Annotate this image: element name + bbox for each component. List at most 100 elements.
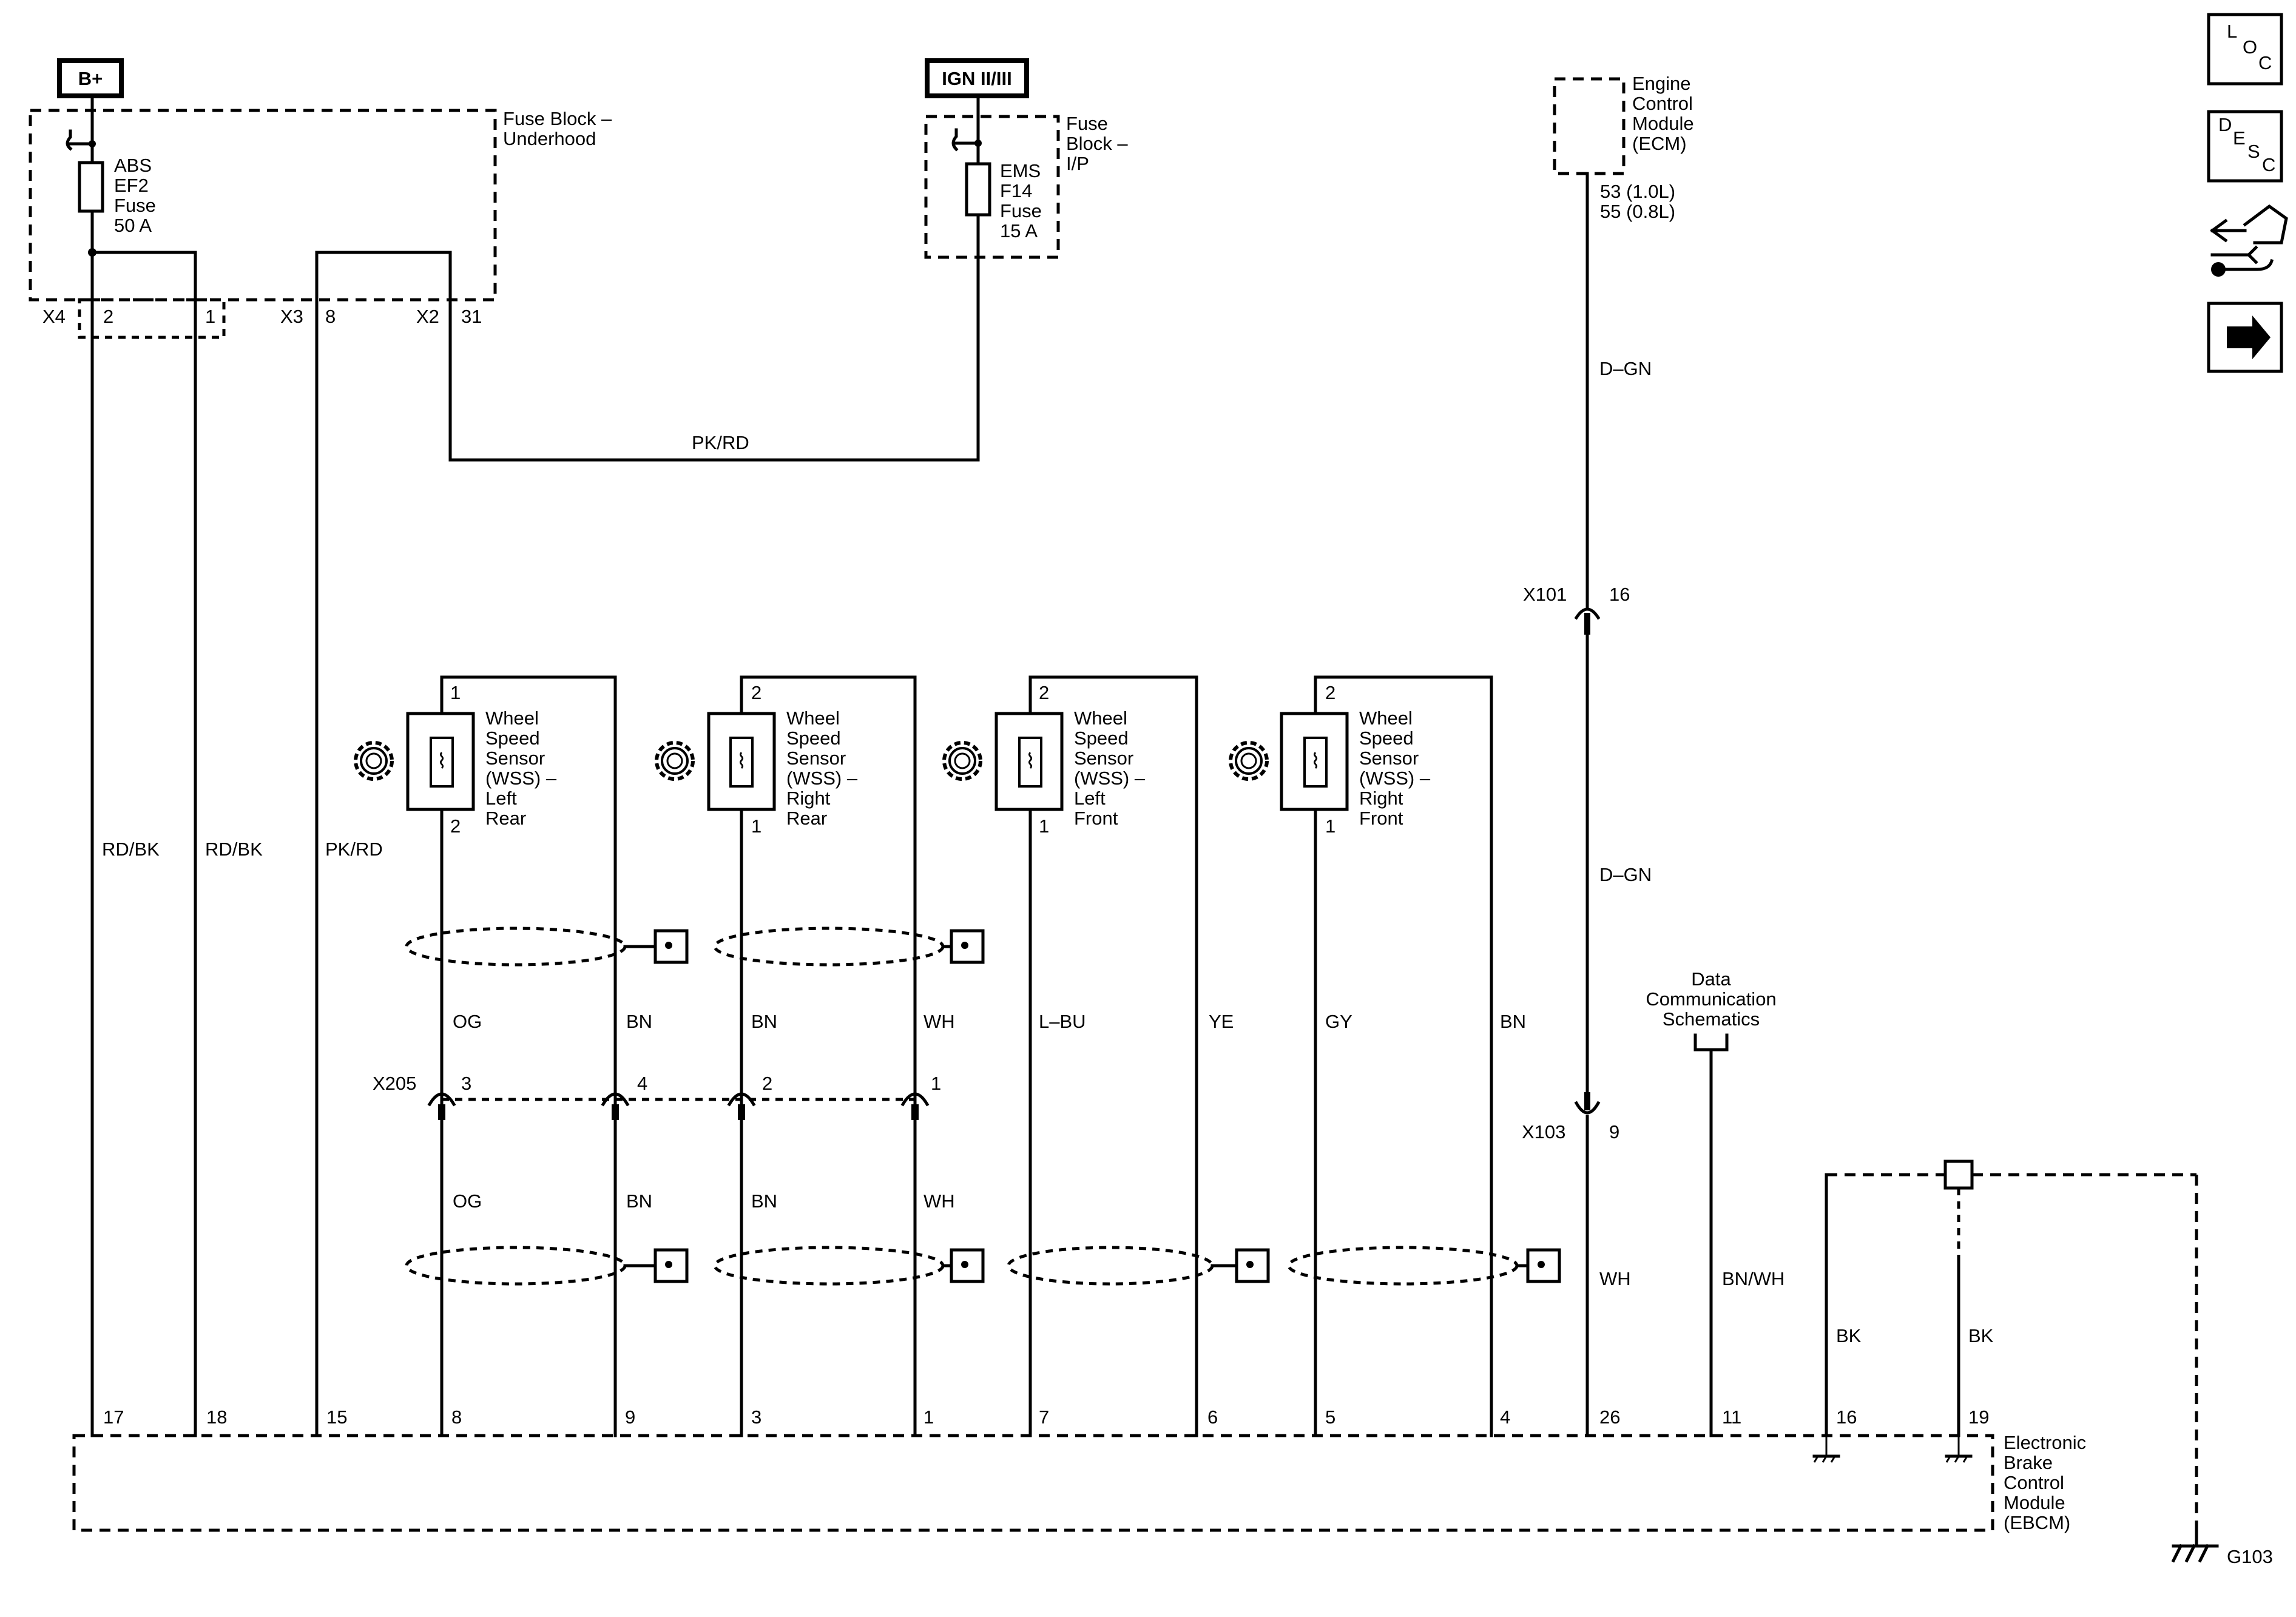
- loc-icon[interactable]: L O C: [2207, 13, 2283, 86]
- conn-x4-pin-1: 1: [205, 306, 215, 327]
- ebcm-pin-3: 3: [751, 1406, 761, 1428]
- wire-dgn-mid: D–GN: [1599, 864, 1652, 885]
- desc-icon-e[interactable]: E: [2233, 127, 2246, 149]
- svg-text:⌇: ⌇: [1025, 750, 1036, 773]
- wire-wh-upper: WH: [923, 1011, 955, 1032]
- next-arrow-icon[interactable]: [2207, 302, 2283, 373]
- x205-pin-3: 3: [461, 1073, 471, 1094]
- wire-wh-lower: WH: [923, 1190, 955, 1212]
- wire-pk-rd-vert: PK/RD: [325, 839, 383, 860]
- x205-pin-1: 1: [931, 1073, 941, 1094]
- wire-bn-wh: BN/WH: [1722, 1268, 1784, 1289]
- conn-x3-label: X3: [280, 306, 303, 327]
- ebcm-pin-18: 18: [206, 1406, 227, 1428]
- conn-x4-pin-2: 2: [103, 306, 113, 327]
- ebcm-pin-11: 11: [1722, 1406, 1741, 1428]
- loc-icon-o[interactable]: O: [2243, 36, 2257, 58]
- x205-pin-4: 4: [637, 1073, 647, 1094]
- wss-lr-line-6: Rear: [485, 808, 526, 829]
- data-comm-line-3[interactable]: Schematics: [1663, 1008, 1760, 1030]
- ebcm-pin-8: 8: [451, 1406, 462, 1428]
- ebcm: Electronic Brake Control Module (EBCM) 1…: [72, 1406, 2086, 1533]
- wss-rr-top-pin: 2: [751, 682, 761, 703]
- conn-x101-pin: 16: [1609, 584, 1630, 605]
- conn-x3-pin: 8: [325, 306, 336, 327]
- shield-lower: [405, 1246, 1561, 1286]
- wss-rf-line-3: Sensor: [1359, 748, 1419, 769]
- desc-icon-c[interactable]: C: [2262, 154, 2275, 175]
- wire-gy: GY: [1325, 1011, 1352, 1032]
- fuse-f14-line-1: EMS: [1000, 160, 1041, 181]
- wss-rf-top-pin: 2: [1325, 682, 1335, 703]
- wire-bn-lower-2: BN: [751, 1190, 777, 1212]
- wss-lf-bottom-pin: 1: [1039, 815, 1049, 837]
- conn-x205-label: X205: [373, 1073, 416, 1094]
- connector-wrench-icon[interactable]: [2210, 204, 2288, 277]
- desc-icon-s[interactable]: S: [2247, 141, 2260, 162]
- data-comm-line-1[interactable]: Data: [1691, 968, 1731, 990]
- shield-drain-icon: [950, 1248, 985, 1283]
- fuse-ef2-line-1: ABS: [114, 155, 152, 176]
- wheel-gear-icon: [354, 741, 394, 781]
- ground-label: G103: [2227, 1546, 2273, 1567]
- ecm: Engine Control Module (ECM) 53 (1.0L) 55…: [1553, 73, 1694, 222]
- loc-icon-c[interactable]: C: [2258, 52, 2272, 73]
- shield-drain-icon: [1235, 1248, 1270, 1283]
- wire-rd-bk-1: RD/BK: [102, 839, 160, 860]
- data-comm-ref[interactable]: Data Communication Schematics: [1646, 968, 1777, 1437]
- ebcm-title-2: Brake: [2004, 1452, 2053, 1473]
- fuse-f14-line-2: F14: [1000, 180, 1032, 201]
- conn-x2-pin: 31: [461, 306, 482, 327]
- wss-lf-line-4: (WSS) –: [1074, 768, 1146, 789]
- data-comm-line-2[interactable]: Communication: [1646, 988, 1776, 1010]
- ecm-title-4: (ECM): [1632, 133, 1687, 154]
- ebcm-pin-15: 15: [326, 1406, 347, 1428]
- wss-rf-line-6: Front: [1359, 808, 1403, 829]
- desc-icon[interactable]: D E S C: [2207, 110, 2283, 183]
- desc-icon-d[interactable]: D: [2218, 114, 2232, 135]
- ebcm-pin-1: 1: [923, 1406, 934, 1428]
- wss-rr-line-3: Sensor: [786, 748, 846, 769]
- wss-left-front: ⌇ 2 1 Wheel Speed Sensor (WSS) – Left Fr…: [942, 675, 1198, 1437]
- ground-region: BK BK G103: [1825, 1160, 2273, 1567]
- fuse-block-ip: Fuse Block – I/P EMS F14 Fuse 15 A: [924, 113, 1128, 462]
- ebcm-title-5: (EBCM): [2004, 1512, 2070, 1533]
- wss-lf-line-6: Front: [1074, 808, 1118, 829]
- wire-dgn-top: D–GN: [1599, 358, 1652, 379]
- wss-lr-line-4: (WSS) –: [485, 768, 557, 789]
- internal-ground-icon: [1812, 1436, 1840, 1463]
- wire-bk-1: BK: [1836, 1325, 1862, 1346]
- wheel-gear-icon: [942, 741, 982, 781]
- ecm-title-3: Module: [1632, 113, 1694, 134]
- conn-x4-label: X4: [42, 306, 66, 327]
- fuse-block-ip-title-3: I/P: [1066, 153, 1089, 174]
- wheel-gear-icon: [655, 741, 695, 781]
- wss-rf-line-2: Speed: [1359, 727, 1414, 749]
- ebcm-pin-7: 7: [1039, 1406, 1049, 1428]
- wire-og-lower: OG: [453, 1190, 482, 1212]
- fuse-block-ip-title-2: Block –: [1066, 133, 1128, 154]
- fuse-ef2-icon: [78, 161, 104, 213]
- wss-rr-line-6: Rear: [786, 808, 827, 829]
- ebcm-pin-17: 17: [103, 1406, 124, 1428]
- conn-x103-pin: 9: [1609, 1121, 1619, 1143]
- wire-bk-2: BK: [1968, 1325, 1994, 1346]
- wss-lf-line-2: Speed: [1074, 727, 1129, 749]
- wss-rf-bottom-pin: 1: [1325, 815, 1335, 837]
- ecm-pin-2: 55 (0.8L): [1600, 201, 1675, 222]
- loc-icon-l[interactable]: L: [2227, 21, 2237, 42]
- fuse-block-underhood: Fuse Block – Underhood ABS EF2 Fuse 50 A…: [29, 108, 612, 339]
- wss-rr-line-5: Right: [786, 788, 831, 809]
- fuse-f14-line-3: Fuse: [1000, 200, 1042, 221]
- wire-og-upper: OG: [453, 1011, 482, 1032]
- fuse-f14-line-4: 15 A: [1000, 220, 1038, 241]
- ebcm-title-4: Module: [2004, 1492, 2065, 1513]
- shield-drain-icon: [950, 929, 985, 964]
- wss-lr-bottom-pin: 2: [450, 815, 461, 837]
- wire-bn-lower-1: BN: [626, 1190, 652, 1212]
- wss-rf-line-1: Wheel: [1359, 707, 1413, 729]
- ebcm-pin-16: 16: [1836, 1406, 1857, 1428]
- ebcm-pin-26: 26: [1599, 1406, 1620, 1428]
- b-plus-source: B+: [57, 58, 124, 117]
